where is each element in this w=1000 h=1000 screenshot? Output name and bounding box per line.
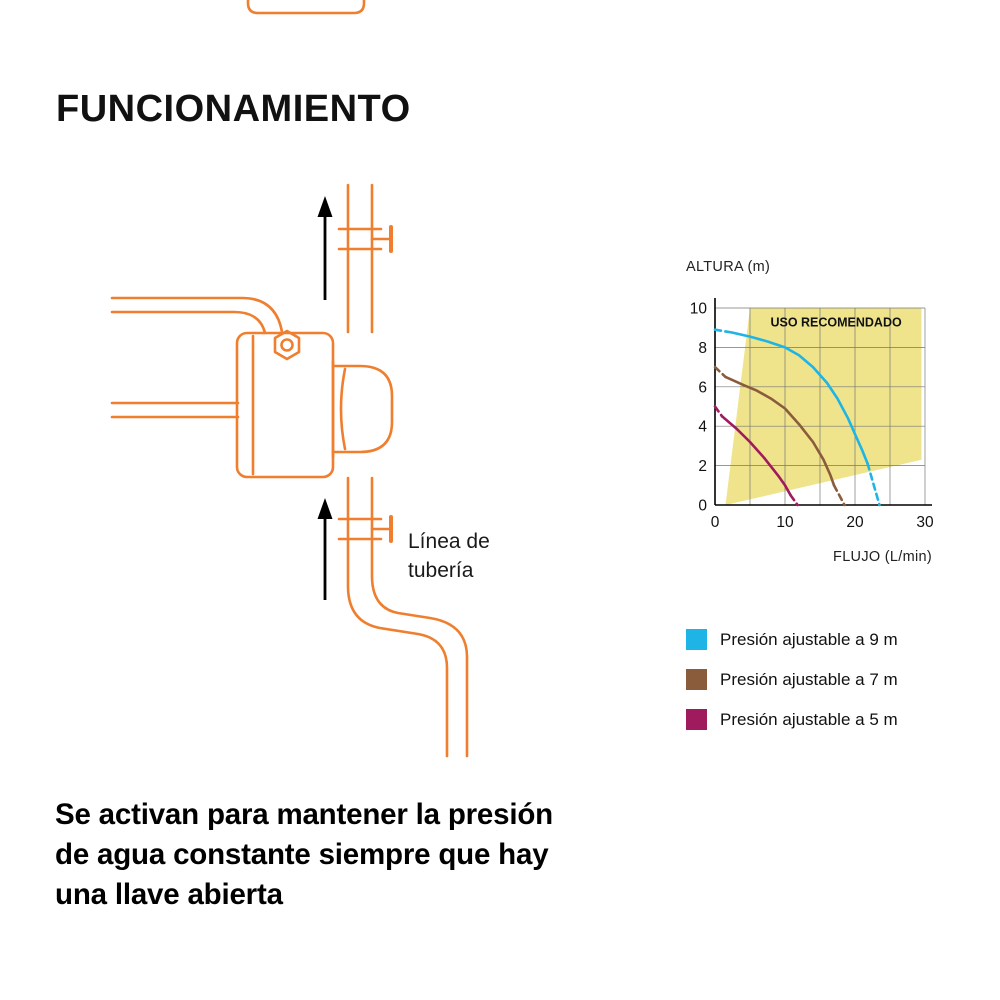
y-tick-label: 0	[698, 498, 707, 515]
description-line-2: de agua constante siempre que hay	[55, 838, 549, 871]
chart-legend: Presión ajustable a 9 m Presión ajustabl…	[686, 629, 898, 749]
curve-0	[866, 462, 881, 507]
chart-x-axis-title: FLUJO (L/min)	[833, 549, 932, 565]
curve-2	[720, 415, 792, 497]
x-tick-label: 10	[776, 514, 794, 531]
y-tick-label: 2	[698, 458, 707, 475]
curve-1	[724, 375, 836, 487]
y-tick-label: 8	[698, 340, 707, 357]
curve-2	[789, 493, 799, 507]
curve-1	[832, 484, 846, 507]
pipe-line-label: Línea de tubería	[408, 530, 490, 582]
curve-0	[713, 328, 734, 334]
legend-label-7m: Presión ajustable a 7 m	[720, 669, 898, 689]
y-tick-label: 6	[698, 379, 707, 396]
chart-y-axis-title: ALTURA (m)	[686, 259, 771, 275]
piping-artwork	[110, 183, 469, 758]
x-tick-label: 30	[916, 514, 934, 531]
legend-label-5m: Presión ajustable a 5 m	[720, 709, 898, 729]
y-tick-label: 4	[698, 419, 707, 436]
performance-chart: USO RECOMENDADO 0 2 4 6 8 10 0 10 20 30	[690, 298, 934, 531]
legend-label-9m: Presión ajustable a 9 m	[720, 629, 898, 649]
recommended-region	[725, 308, 922, 505]
description-line-1: Se activan para mantener la presión	[55, 798, 553, 831]
x-tick-label: 20	[846, 514, 864, 531]
recommended-region-label: USO RECOMENDADO	[770, 316, 902, 330]
legend-swatch-7m	[686, 669, 707, 690]
curve-2	[713, 405, 724, 418]
x-tick-label: 0	[711, 514, 720, 531]
y-tick-label: 10	[690, 301, 708, 318]
legend-item-7m: Presión ajustable a 7 m	[686, 669, 898, 690]
legend-swatch-9m	[686, 629, 707, 650]
cropped-panel-fragment	[246, 0, 366, 15]
legend-item-5m: Presión ajustable a 5 m	[686, 709, 898, 730]
page-title: FUNCIONAMIENTO	[56, 88, 411, 130]
description-text: Se activan para mantener la presión de a…	[55, 795, 615, 915]
pump-diagram	[110, 183, 469, 758]
flow-arrow-up-top-icon	[317, 196, 333, 300]
valve-top-icon	[337, 225, 393, 253]
flow-arrow-up-bottom-icon	[317, 498, 333, 600]
pump-body	[235, 329, 394, 479]
legend-item-9m: Presión ajustable a 9 m	[686, 629, 898, 650]
legend-swatch-5m	[686, 709, 707, 730]
valve-bottom-icon	[337, 515, 393, 543]
curve-0	[731, 331, 869, 465]
description-line-3: una llave abierta	[55, 878, 283, 911]
curve-1	[713, 365, 727, 379]
